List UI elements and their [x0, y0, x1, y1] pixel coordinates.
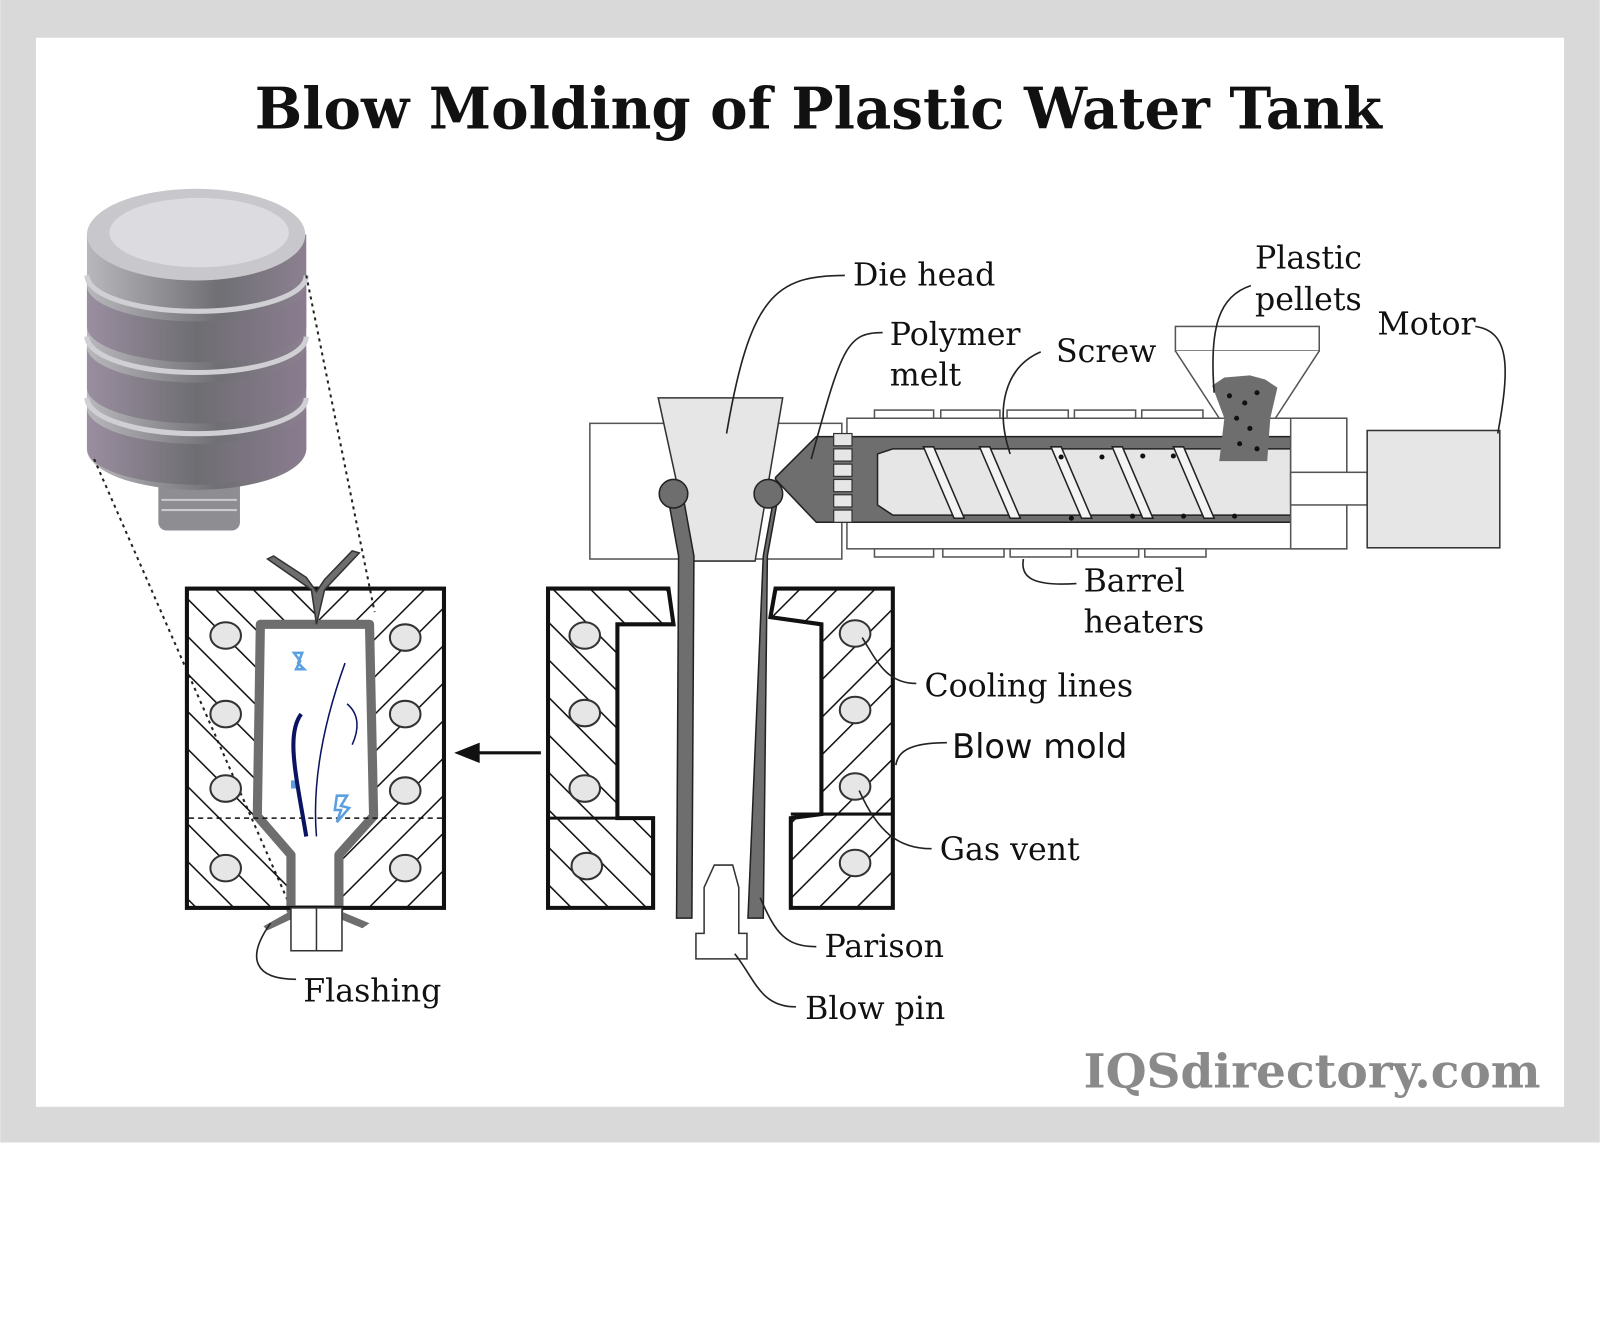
cooling-line-circles [209, 621, 422, 883]
label-barrel-heaters: Barrel [1084, 564, 1185, 600]
open-blow-mold [545, 586, 895, 910]
hopper [1058, 325, 1321, 521]
label-motor: Motor [1377, 307, 1476, 343]
label-polymer-melt: Polymer [890, 317, 1022, 353]
label-parison: Parison [824, 929, 944, 965]
label-polymer-melt-2: melt [890, 358, 962, 394]
canvas [35, 37, 1565, 1107]
label-die-head: Die head [853, 258, 995, 294]
closed-blow-mold [184, 549, 447, 952]
label-blow-pin: Blow pin [805, 991, 945, 1027]
labels: Die head Plastic pellets Motor Polymer m… [303, 240, 1476, 1027]
nozzle-plate [833, 432, 853, 523]
label-screw: Screw [1056, 334, 1156, 370]
label-flashing: Flashing [303, 974, 441, 1010]
water-tank-illustration [84, 188, 309, 531]
barrel-heaters [873, 409, 1207, 558]
extruder-barrel [774, 417, 1368, 550]
label-gas-vent: Gas vent [940, 832, 1080, 868]
label-cooling-lines: Cooling lines [924, 669, 1133, 705]
label-barrel-heaters-2: heaters [1084, 604, 1205, 640]
label-plastic-pellets-2: pellets [1255, 282, 1362, 318]
direction-arrow [454, 742, 541, 764]
watermark-logo: IQSdirectory.com [1084, 1044, 1541, 1099]
leader-lines [255, 274, 1506, 1008]
label-blow-mold: Blow mold [952, 727, 1127, 766]
air-flow-icon [290, 651, 358, 837]
blow-pin [695, 864, 748, 960]
page-title: Blow Molding of Plastic Water Tank [255, 76, 1384, 143]
label-plastic-pellets: Plastic [1255, 240, 1362, 276]
parison [658, 478, 784, 919]
motor [1366, 429, 1501, 549]
screw-flights [922, 446, 1216, 519]
